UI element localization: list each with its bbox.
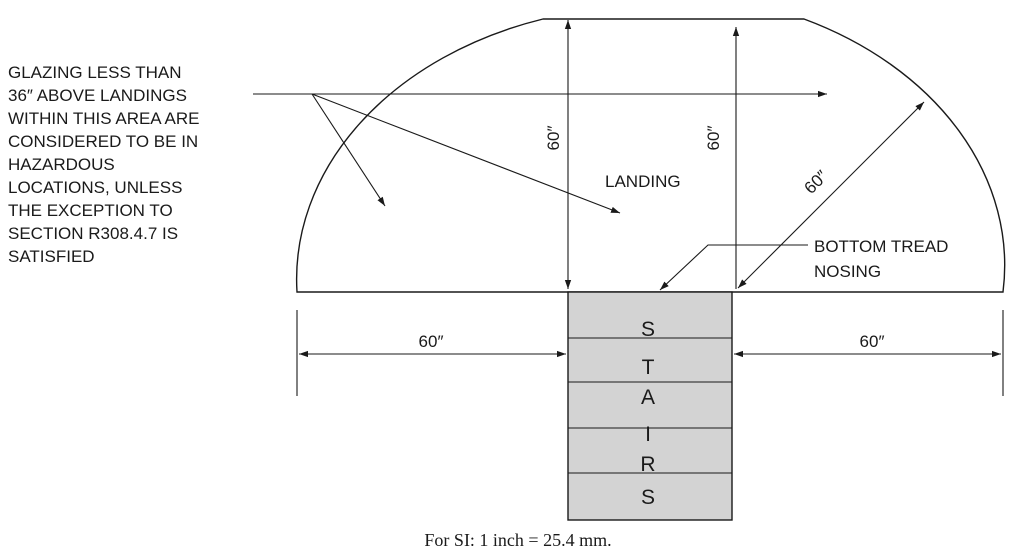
bottom-tread-leader [659,244,808,291]
note-leader-to-left-area [311,93,386,207]
stair-letter: A [641,386,655,409]
landing-label: LANDING [605,172,681,191]
note-leader-to-center-area [311,93,621,214]
caption: For SI: 1 inch = 25.4 mm. [424,530,611,550]
vertical-dimension-left-label: 60″ [544,126,563,151]
stairs: S T A I R S [567,291,733,521]
vertical-dimension-right-label: 60″ [704,126,723,151]
note-line: WITHIN THIS AREA ARE [8,109,199,128]
stair-letter: S [641,318,655,341]
note-line: LOCATIONS, UNLESS [8,178,182,197]
stairs-outline [567,291,733,521]
horizontal-dimension-right-label: 60″ [860,332,885,351]
note-line: THE EXCEPTION TO [8,201,173,220]
hazard-zone-outline [295,18,1006,293]
diagonal-dimension [737,101,925,289]
note-line: SATISFIED [8,247,95,266]
horizontal-dimension-left-label: 60″ [419,332,444,351]
hazard-note: GLAZING LESS THAN 36″ ABOVE LANDINGS WIT… [8,63,204,266]
note-line: 36″ ABOVE LANDINGS [8,86,187,105]
bottom-tread-line: NOSING [814,262,881,281]
note-line: CONSIDERED TO BE IN [8,132,198,151]
stair-letter: R [640,453,655,476]
bottom-tread-label: BOTTOM TREAD NOSING [814,237,953,281]
diagonal-dimension-label: 60″ [801,167,832,198]
note-line: HAZARDOUS [8,155,115,174]
note-line: GLAZING LESS THAN [8,63,182,82]
stair-letter: S [641,486,655,509]
stair-letter: T [642,356,655,379]
bottom-tread-line: BOTTOM TREAD [814,237,948,256]
stair-letter: I [645,423,651,446]
note-line: SECTION R308.4.7 IS [8,224,178,243]
